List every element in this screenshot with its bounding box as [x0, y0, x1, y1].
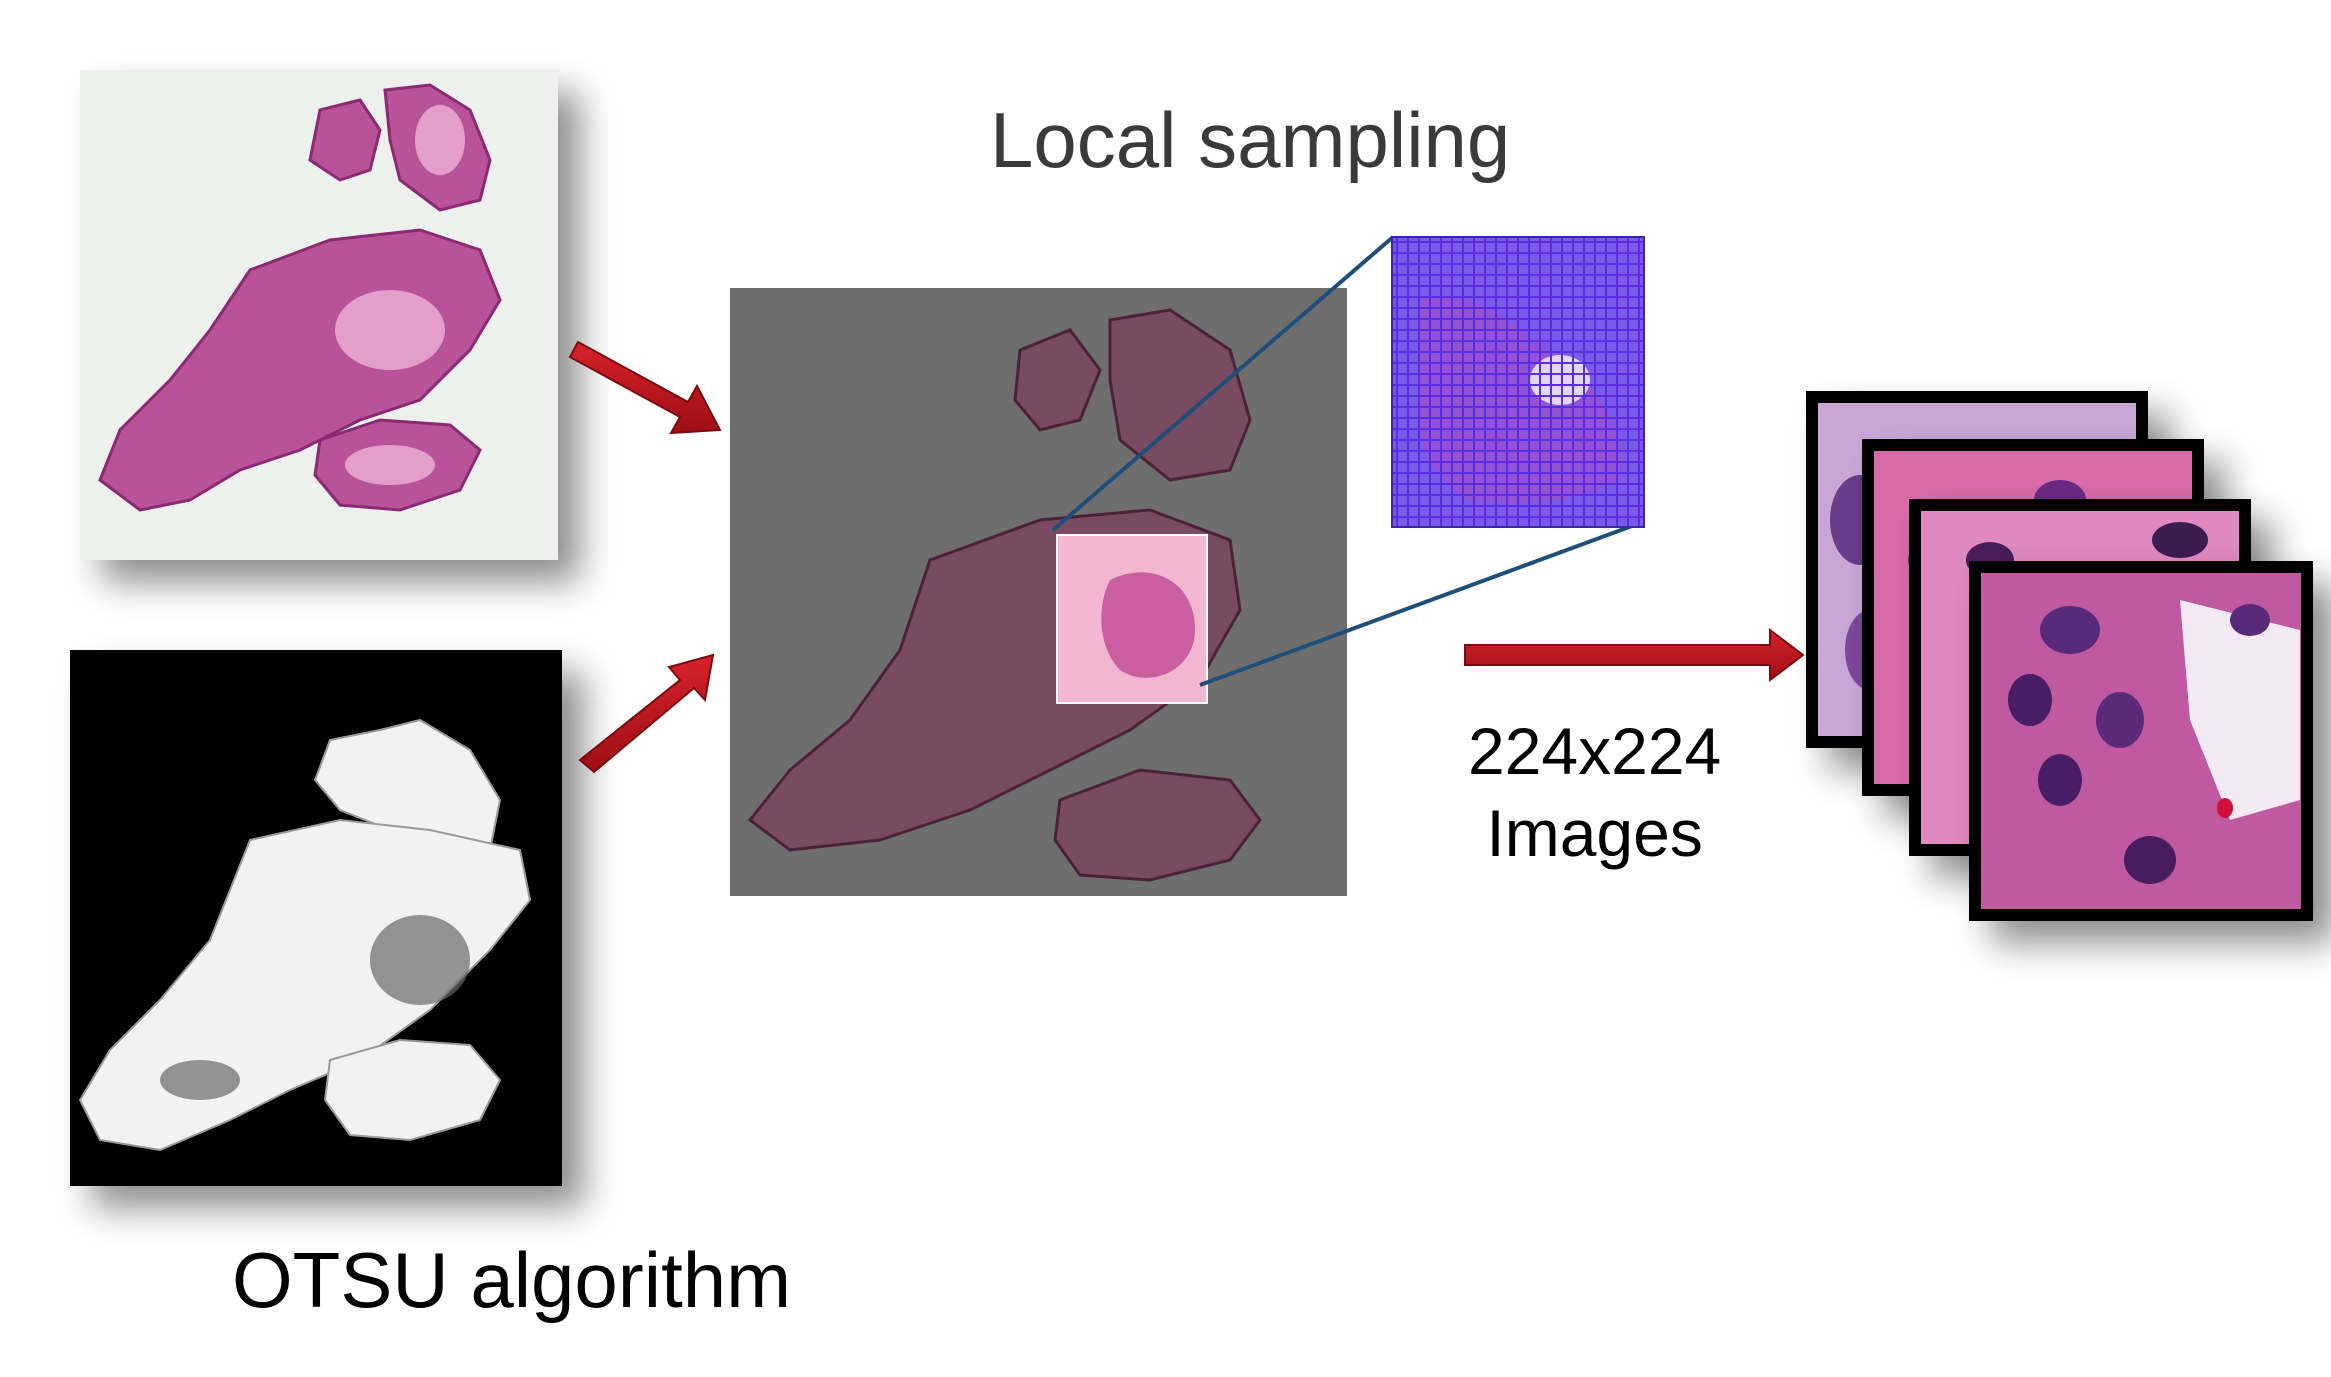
patch-size-caption: 224x224 Images: [1468, 710, 1721, 874]
arrow-to-patches: [1464, 627, 1805, 683]
arrow-from-slide: [568, 340, 722, 435]
otsu-algorithm-title: OTSU algorithm: [232, 1236, 792, 1324]
zoom-connector-bottom: [1199, 524, 1633, 687]
zoom-connector-top: [1051, 235, 1395, 532]
patch-size-label: 224x224: [1468, 714, 1722, 788]
otsu-mask-image: [70, 650, 562, 1186]
arrow-from-mask: [578, 653, 715, 774]
whole-slide-image: [80, 70, 558, 560]
patch-stack: [1806, 391, 2313, 921]
local-sampling-title: Local sampling: [990, 96, 1511, 184]
images-label: Images: [1486, 796, 1703, 870]
sampling-overview-image: [730, 288, 1347, 896]
grid-patch-image: [1391, 236, 1645, 528]
patch-card-4: [1969, 561, 2313, 921]
